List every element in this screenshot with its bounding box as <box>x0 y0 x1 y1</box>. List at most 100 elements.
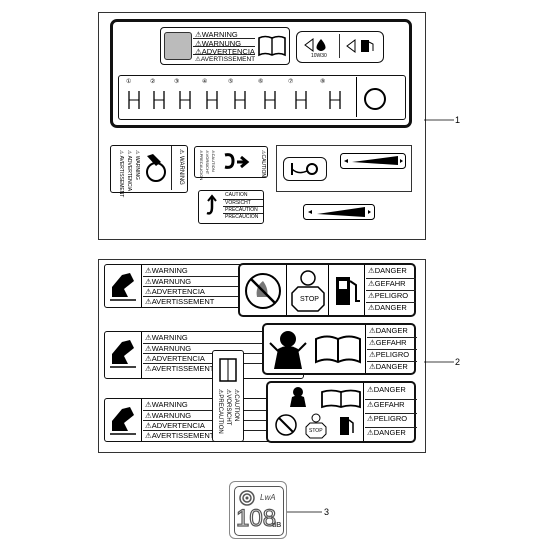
stage-dial-icon <box>364 88 386 110</box>
hand-hazard-icon-2 <box>110 340 136 368</box>
danger-fr-3: ⚠DANGER <box>365 427 417 437</box>
stage-symbol-icon-8 <box>329 91 341 109</box>
gefahr-3: ⚠GEFAHR <box>365 399 417 409</box>
callout-3: 3 <box>324 507 330 517</box>
sound-power-decal: LwA 108 dB <box>229 481 287 539</box>
manual-book-icon-large <box>315 335 361 364</box>
oil-grade-label: 10W30 <box>311 53 327 59</box>
stop-icon-small <box>305 413 327 439</box>
hand-belt-hazard-icon <box>146 154 166 182</box>
danger-3: ⚠DANGER <box>367 385 406 394</box>
stage-number-2: ② <box>150 79 156 85</box>
warn-row-1-4: ⚠AVERTISSEMENT <box>143 296 297 306</box>
peligro-3: ⚠PELIGRO <box>365 413 417 423</box>
stage-symbol-icon-4 <box>206 91 218 109</box>
stage-cell-1: ① <box>124 79 144 115</box>
peligro-1: ⚠PELIGRO <box>366 290 416 300</box>
sound-value: 108 <box>235 505 277 532</box>
stage-symbol-icon-6 <box>264 91 276 109</box>
warn-row-2-2: ⚠WARNUNG <box>143 343 301 353</box>
oil-fuel-decal: 10W30 <box>296 31 384 63</box>
stage-symbol-icon-7 <box>295 91 307 109</box>
stage-number-7: ⑦ <box>288 79 294 85</box>
lwa-label: LwA <box>260 493 276 502</box>
warning-text: ⚠WARNING <box>195 30 238 39</box>
gefahr-1: ⚠GEFAHR <box>366 278 416 288</box>
stage-cell-2: ② <box>148 79 170 115</box>
lifting-hook-icon <box>224 153 250 169</box>
book-icon-mini <box>321 389 361 409</box>
caution-vertical-decal: ⚠CAUTION ⚠VORSICHT ⚠PRECAUTION <box>212 350 244 442</box>
stage-divider <box>356 77 357 117</box>
operating-stages-decal <box>118 75 406 120</box>
warning-read-manual-decal: ⚠WARNING ⚠WARNUNG ⚠ADVERTENCIA ⚠AVERTISS… <box>160 27 290 65</box>
hook-caution-small-decal: CAUTION VORSICHT PRECAUTION PRECAUCION <box>198 190 264 224</box>
gefahr-2: ⚠GEFAHR <box>367 337 417 347</box>
stage-number-6: ⑥ <box>258 79 264 85</box>
avertissement-text: ⚠AVERTISSEMENT <box>193 54 256 63</box>
caution-small-4: PRECAUCION <box>223 213 263 220</box>
stage-cell-3: ③ <box>172 79 198 115</box>
stop-engine-icon <box>291 270 325 312</box>
danger-1: ⚠DANGER <box>368 266 407 275</box>
fuel-pump-icon <box>346 39 374 53</box>
warn-row-3-1: ⚠WARNING <box>145 400 188 409</box>
stage-number-5: ⑤ <box>228 79 234 85</box>
choke-icon <box>291 163 318 175</box>
peligro-2: ⚠PELIGRO <box>367 349 417 359</box>
danger-combined-decal: STOP ⚠DANGER ⚠GEFAHR ⚠PELIGRO ⚠DANGER <box>266 381 417 443</box>
person-hazard-icon <box>269 331 307 369</box>
person-hazard-icon-small <box>290 387 306 407</box>
stage-cell-5: ⑤ <box>226 79 254 115</box>
throttle-ramp-icon <box>340 153 406 169</box>
no-fire-icon-small <box>275 414 297 436</box>
stage-number-8: ⑧ <box>320 79 326 85</box>
warn-row-1-1: ⚠WARNING <box>145 266 188 275</box>
stage-number-1: ① <box>126 79 132 85</box>
caution-small-2: VORSICHT <box>223 199 263 206</box>
no-fire-icon <box>245 273 281 309</box>
caution-small-3: PRECAUTION <box>223 206 263 213</box>
warn-row-2-1: ⚠WARNING <box>145 333 188 342</box>
stage-symbol-icon-3 <box>179 91 191 109</box>
hook-caution-decal: ⚠CAUTION ⚠VORSICHT ⚠PRECAUCION ⚠CAUTION <box>194 146 268 180</box>
fuel-pump-icon-small <box>340 417 354 435</box>
callout-1: 1 <box>455 115 461 125</box>
stop-label: STOP <box>300 296 319 303</box>
stage-cell-8: ⑧ <box>318 79 352 115</box>
caution-small-1: CAUTION <box>225 192 248 198</box>
danger-fr-2: ⚠DANGER <box>367 361 417 371</box>
stage-cell-7: ⑦ <box>286 79 316 115</box>
belt-warning-decal: ⚠ WARNING ⚠ ADVERTENCIA ⚠ AVERTISSEMENT … <box>110 145 188 197</box>
hook-arrow-icon <box>206 194 217 215</box>
warn-row-1-3: ⚠ADVERTENCIA <box>143 286 297 296</box>
operator-icon <box>164 32 192 60</box>
stage-cell-4: ④ <box>200 79 224 115</box>
warn-row-1-2: ⚠WARNUNG <box>143 276 297 286</box>
stop-label-small: STOP <box>309 428 323 434</box>
danger-2: ⚠DANGER <box>369 326 408 335</box>
danger-fuel-decal: STOP ⚠DANGER ⚠GEFAHR ⚠PELIGRO ⚠DANGER <box>238 263 416 317</box>
manual-book-icon-small <box>219 358 237 382</box>
sound-unit: dB <box>272 522 282 529</box>
danger-manual-decal: ⚠DANGER ⚠GEFAHR ⚠PELIGRO ⚠DANGER <box>262 323 417 375</box>
throttle-decal-frame <box>276 145 412 192</box>
advertencia-text: ⚠ADVERTENCIA <box>193 46 255 56</box>
stage-symbol-icon-5 <box>234 91 246 109</box>
stage-cell-6: ⑥ <box>256 79 284 115</box>
stage-number-4: ④ <box>202 79 208 85</box>
stage-symbol-icon-2 <box>153 91 165 109</box>
choke-decal <box>283 157 327 181</box>
manual-book-icon <box>258 35 286 57</box>
stage-number-3: ③ <box>174 79 180 85</box>
fuel-pump-icon-large <box>336 277 360 305</box>
danger-fr-1: ⚠DANGER <box>366 302 416 312</box>
stage-symbol-icon-1 <box>128 91 140 109</box>
speed-ramp-icon <box>303 204 375 220</box>
callout-2: 2 <box>455 357 461 367</box>
warnung-text: ⚠WARNUNG <box>193 38 255 48</box>
sound-level-icon <box>239 490 255 506</box>
hand-hazard-icon-3 <box>110 407 136 435</box>
oil-drop-icon <box>304 38 326 52</box>
